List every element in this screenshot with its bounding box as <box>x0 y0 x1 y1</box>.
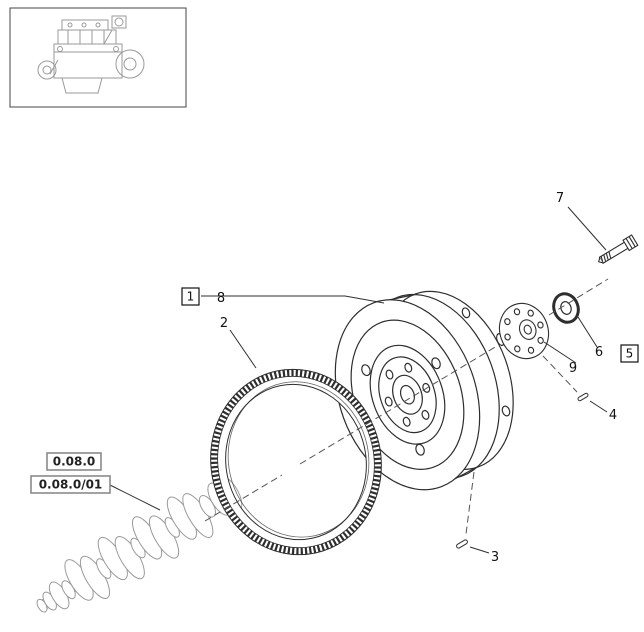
callout-box-5[interactable]: 5 <box>620 344 639 363</box>
leader-line-4 <box>589 400 608 413</box>
engine-sketch <box>37 15 145 94</box>
leader-line-6 <box>577 316 598 348</box>
reference-label-related: 0.08.0/01 <box>39 478 103 492</box>
leader-line-reference <box>109 484 161 511</box>
leader-line-9 <box>543 341 577 364</box>
dowel-pin-4 <box>577 392 589 402</box>
hub-flange-drawing <box>496 302 550 360</box>
washer-drawing <box>552 292 580 324</box>
callout-box-1[interactable]: 1 <box>181 287 200 306</box>
engine-thumbnail[interactable] <box>9 7 187 108</box>
reference-box-related[interactable]: 0.08.0/01 <box>30 475 111 494</box>
callout-label-4: 4 <box>609 408 617 423</box>
bolt-drawing <box>598 234 639 264</box>
callout-label-7: 7 <box>556 191 564 206</box>
assembly-centerline <box>204 278 609 535</box>
leader-line-3 <box>469 546 490 554</box>
callout-label-3: 3 <box>491 550 499 565</box>
leader-line-2 <box>229 329 257 369</box>
callout-label-8: 8 <box>217 291 225 306</box>
dowel-pin-3 <box>456 539 468 549</box>
ring-gear-drawing <box>210 368 382 556</box>
leader-line-8 <box>201 295 385 304</box>
leader-line-7 <box>567 206 607 251</box>
callout-label-9: 9 <box>569 361 577 376</box>
callout-label-5: 5 <box>626 347 634 361</box>
callout-label-1: 1 <box>187 290 195 304</box>
callout-label-6: 6 <box>595 345 603 360</box>
reference-box-current[interactable]: 0.08.0 <box>46 452 102 471</box>
callout-label-2: 2 <box>220 316 228 331</box>
reference-label-current: 0.08.0 <box>53 455 96 469</box>
